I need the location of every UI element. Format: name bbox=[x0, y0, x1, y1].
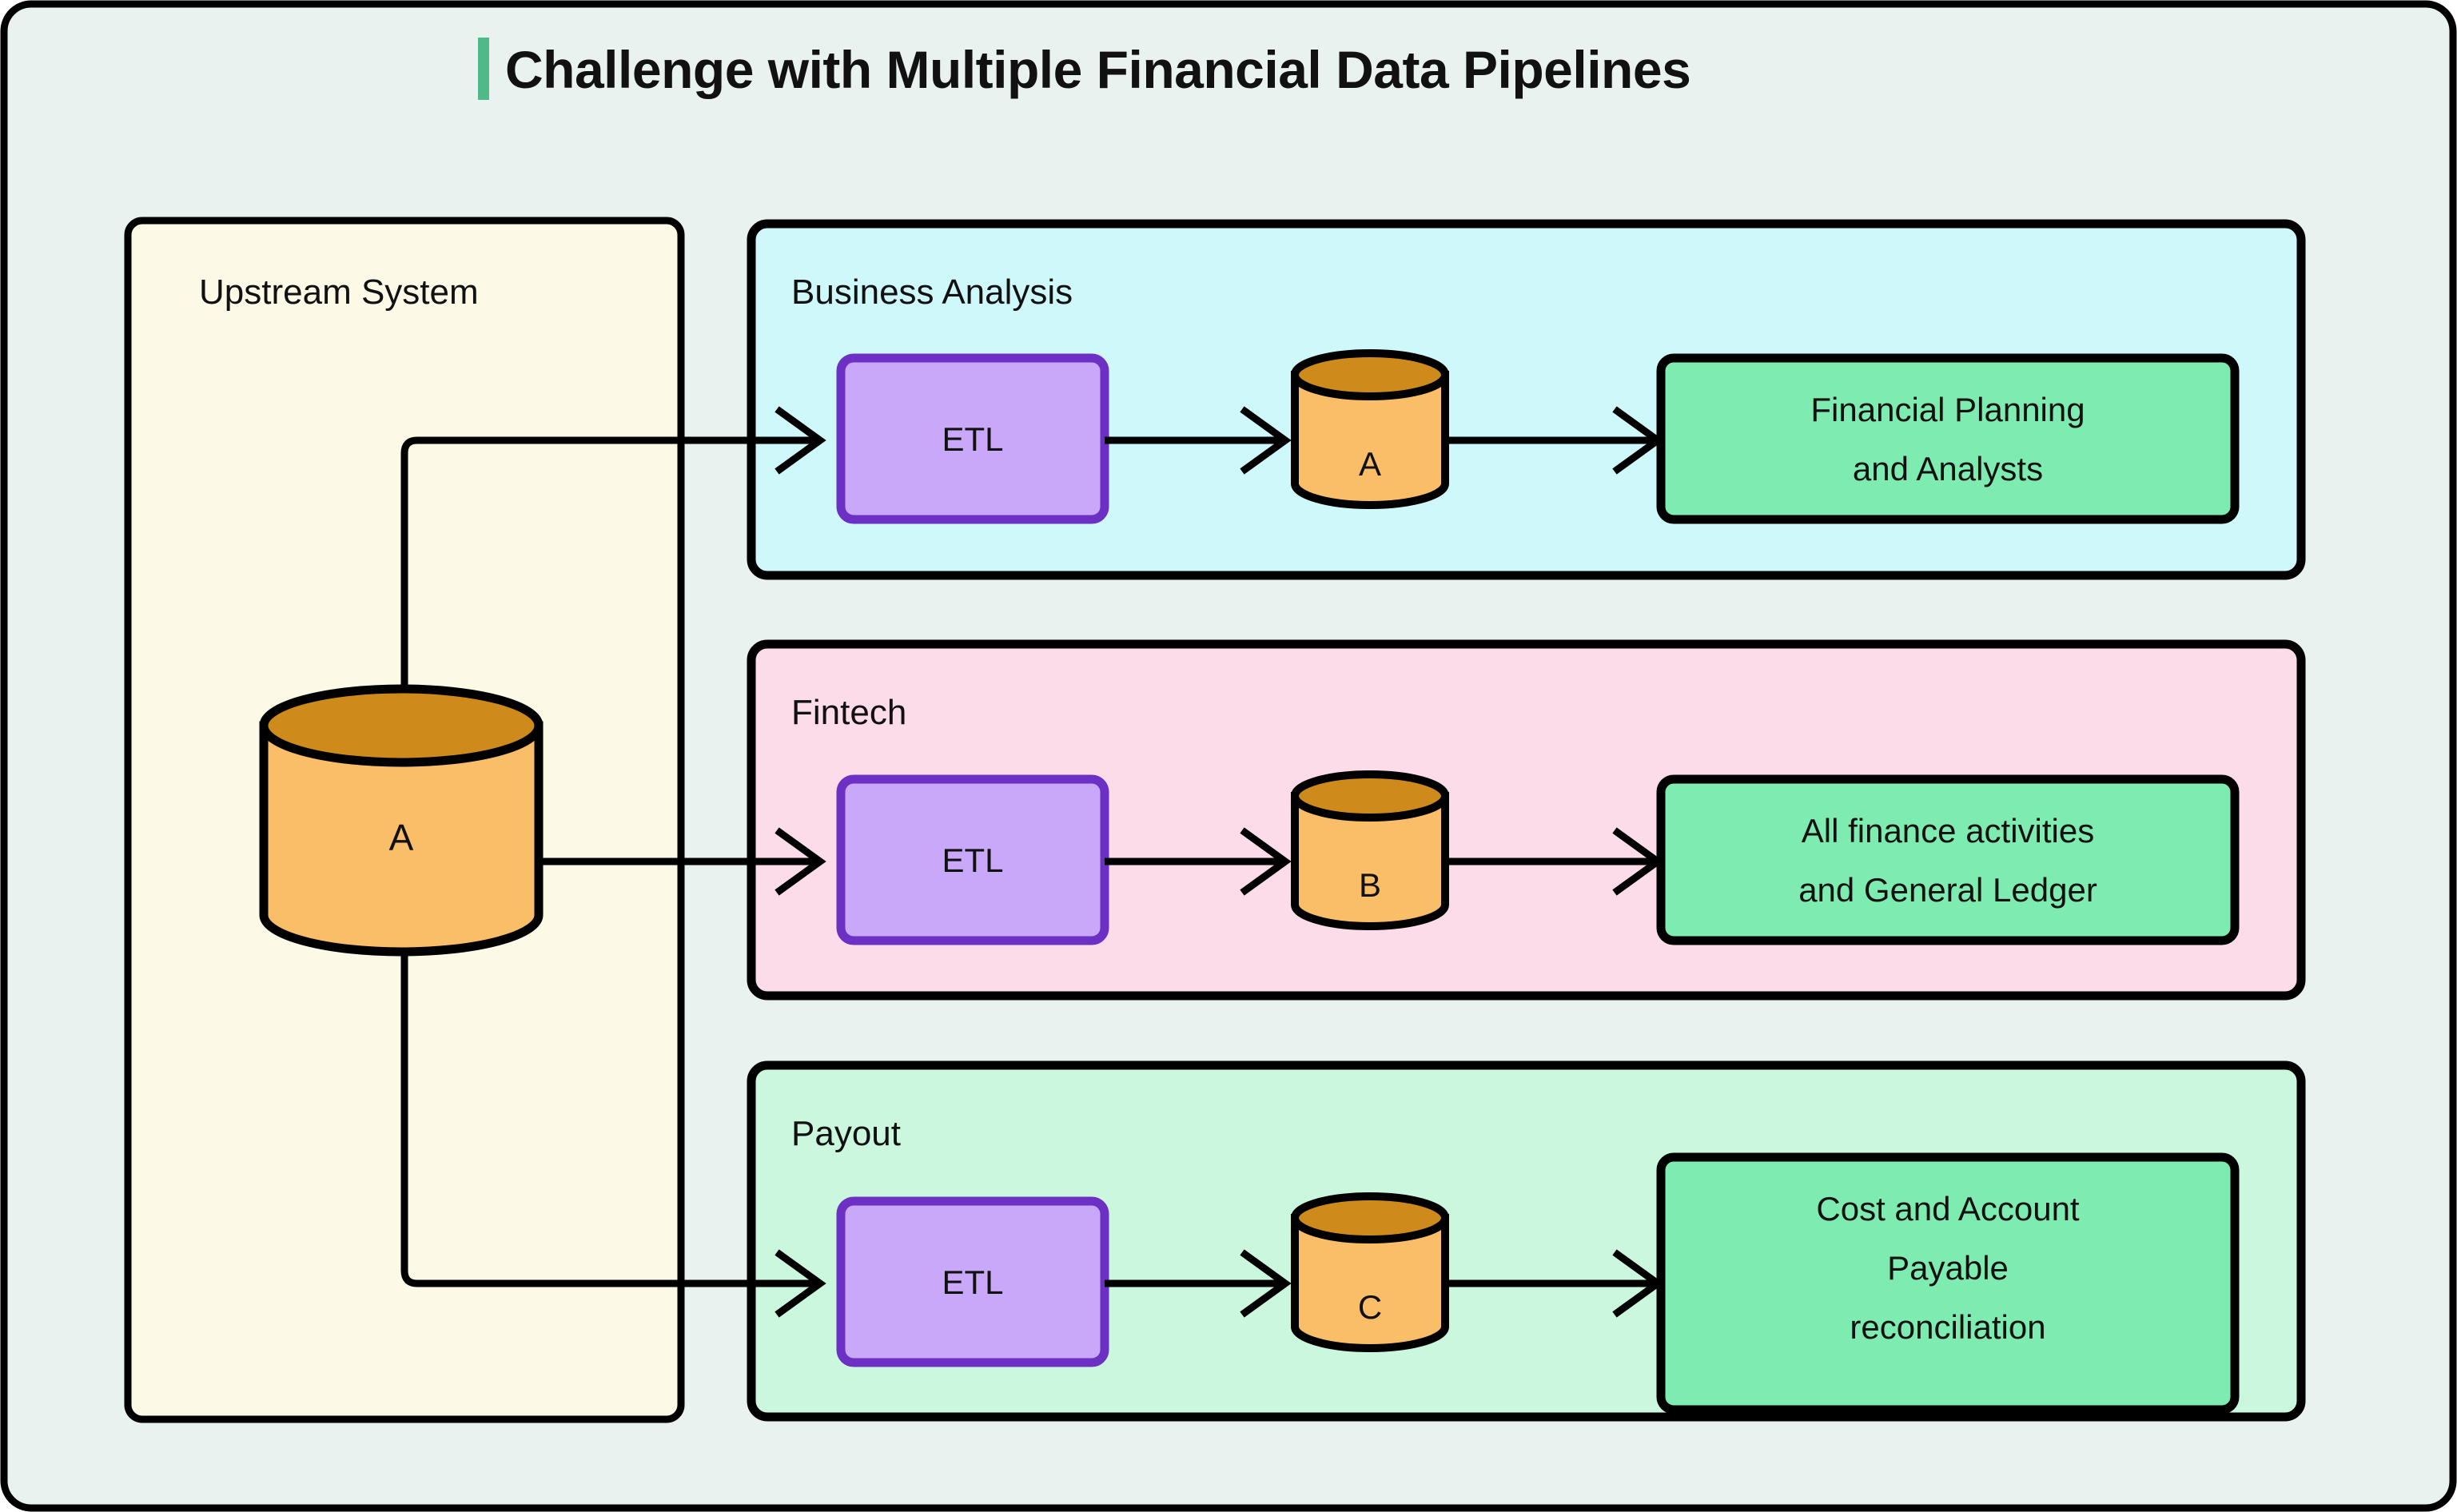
output-box-payout[interactable] bbox=[1656, 1152, 2240, 1415]
cylinder-body bbox=[1291, 1214, 1449, 1352]
arrowhead-into-db-ba bbox=[1240, 406, 1292, 475]
arrowhead-into-db-payout bbox=[1240, 1249, 1292, 1318]
database-cylinder-payout[interactable]: C bbox=[1291, 1192, 1449, 1352]
output-label-payout-line3: reconciliation bbox=[1850, 1308, 2045, 1346]
database-label-payout: C bbox=[1358, 1288, 1382, 1326]
etl-label-payout: ETL bbox=[942, 1263, 1003, 1301]
arrowhead-into-etl-payout bbox=[775, 1249, 826, 1318]
cylinder-body bbox=[1291, 371, 1449, 509]
arrowhead-into-etl-ba bbox=[775, 406, 826, 475]
database-label-fintech: B bbox=[1359, 866, 1381, 904]
output-label-payout: Cost and Account bbox=[1816, 1190, 2080, 1228]
output-label-business-analysis-line2: and Analysts bbox=[1853, 450, 2043, 487]
page-title: Challenge with Multiple Financial Data P… bbox=[505, 40, 1690, 99]
output-box-business-analysis[interactable] bbox=[1656, 353, 2240, 524]
database-cylinder-business-analysis[interactable]: A bbox=[1291, 349, 1449, 509]
upstream-system-label: Upstream System bbox=[199, 273, 479, 312]
etl-label-fintech: ETL bbox=[942, 842, 1003, 879]
upstream-database-label: A bbox=[389, 817, 414, 858]
output-label-payout-line2: Payable bbox=[1887, 1249, 2009, 1287]
lane-payout-label: Payout bbox=[791, 1114, 901, 1153]
output-label-fintech: All finance activities bbox=[1802, 812, 2095, 850]
database-cylinder-fintech[interactable]: B bbox=[1291, 770, 1449, 930]
lane-business-analysis-label: Business Analysis bbox=[791, 273, 1073, 312]
cylinder-body bbox=[1291, 792, 1449, 930]
title-accent-bar bbox=[478, 38, 489, 100]
cylinder-body bbox=[259, 721, 544, 957]
flow-upstream-to-payout bbox=[400, 891, 815, 1287]
lane-fintech-label: Fintech bbox=[791, 693, 906, 732]
cylinder-top bbox=[1291, 1192, 1449, 1243]
output-label-fintech-line2: and General Ledger bbox=[1798, 871, 2097, 909]
cylinder-top bbox=[1291, 349, 1449, 400]
cylinder-top bbox=[1291, 770, 1449, 822]
output-label-business-analysis: Financial Planning bbox=[1810, 391, 2085, 428]
output-box-fintech[interactable] bbox=[1656, 774, 2240, 945]
etl-label-business-analysis: ETL bbox=[942, 420, 1003, 458]
arrowhead-into-db-fintech bbox=[1240, 827, 1292, 896]
flow-upstream-to-business-analysis bbox=[400, 436, 815, 703]
database-label-business-analysis: A bbox=[1359, 445, 1381, 483]
upstream-database-cylinder[interactable]: A bbox=[259, 684, 544, 957]
arrowhead-into-etl-fintech bbox=[775, 827, 826, 896]
cylinder-top bbox=[259, 684, 544, 767]
